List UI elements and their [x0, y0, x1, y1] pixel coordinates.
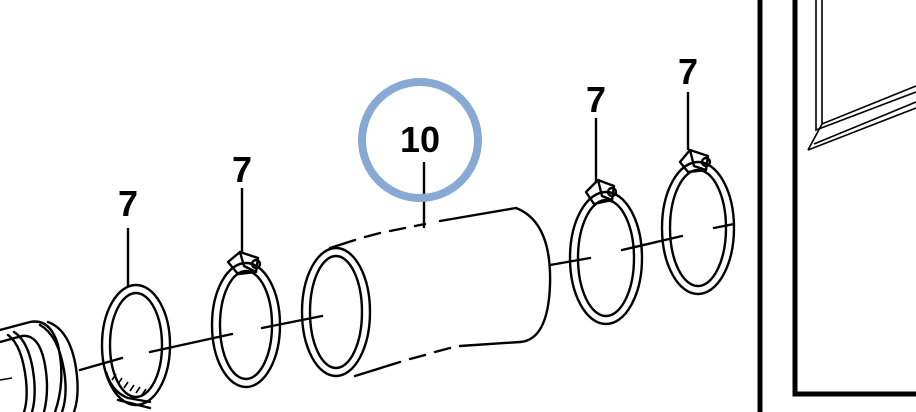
hose-clamp-icon	[568, 178, 644, 326]
callout-10-hose: 10	[400, 119, 440, 160]
callout-7-clamp-1: 7	[118, 183, 138, 224]
hose-clamp-icon	[100, 283, 172, 410]
callout-7-clamp-3: 7	[586, 79, 606, 120]
assembly-centerline	[78, 222, 736, 372]
highlight-circle	[358, 78, 482, 202]
callout-7-clamp-4: 7	[678, 51, 698, 92]
hose-icon	[300, 206, 552, 378]
inset-panel-icon	[757, 0, 916, 412]
hose-clamp-icon	[210, 250, 282, 389]
callout-7-clamp-2: 7	[232, 149, 252, 190]
pipe-end-icon	[0, 320, 79, 412]
hose-clamp-icon	[660, 148, 736, 296]
